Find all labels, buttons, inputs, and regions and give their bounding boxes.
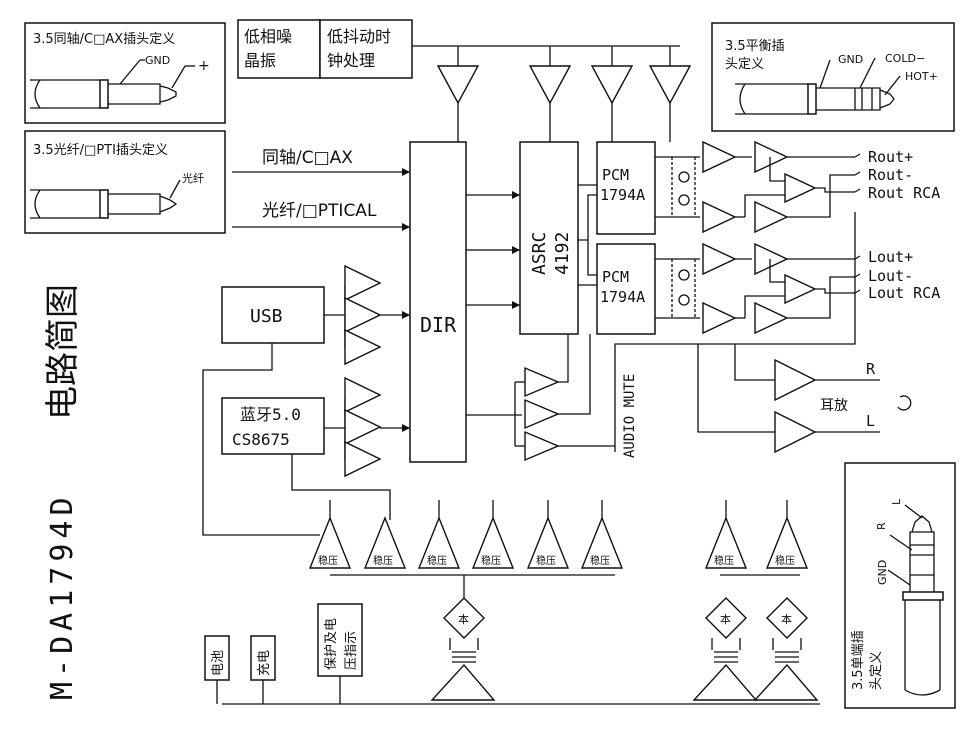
usb-block: USB: [221, 264, 410, 366]
balanced-cold-label: COLD−: [885, 52, 925, 65]
rout-plus-label: Rout+: [868, 148, 913, 166]
balanced-gnd-label: GND: [838, 53, 863, 66]
headphone-amp: R L 耳放: [614, 212, 912, 454]
protection-label-1: 保护及电: [324, 618, 339, 670]
digital-inputs: 同轴/C□AX 光纤/□PTICAL: [232, 148, 410, 231]
single-ended-r-label: R: [875, 522, 888, 530]
diagram-title: 电路简图: [43, 284, 83, 420]
optical-inset-title: 3.5光纤/□PTI插头定义: [33, 143, 168, 158]
single-ended-inset-title-2: 头定义: [869, 651, 884, 690]
asrc-label: ASRC: [529, 232, 550, 275]
headphone-l-label: L: [866, 412, 875, 430]
optical-fiber-label: 光纤: [182, 171, 204, 185]
headphone-jack-icon: [897, 395, 912, 411]
coax-plus-label: +: [198, 58, 210, 74]
low-phase-noise-label: 低相噪: [244, 27, 292, 46]
pcm-bottom-chip-label: 1794A: [600, 288, 645, 306]
regulator-1-label: 稳压: [318, 554, 338, 567]
model-number: M-DA1794D: [45, 492, 80, 700]
single-ended-l-label: L: [890, 498, 903, 505]
asrc-block: ASRC 4192: [519, 141, 597, 335]
lout-minus-label: Lout-: [868, 267, 913, 285]
regulator-8-label: 稳压: [775, 554, 795, 567]
crystal-label: 晶振: [244, 51, 276, 70]
clock-buffers: [436, 46, 692, 142]
regulator-3-label: 稳压: [427, 554, 447, 567]
optical-input-label: 光纤/□PTICAL: [262, 201, 377, 221]
dir-label: DIR: [420, 313, 457, 337]
coax-gnd-label: GND: [145, 54, 170, 67]
bluetooth-label: 蓝牙5.0: [240, 405, 301, 424]
protection-label-2: 压指示: [344, 631, 359, 670]
coax-input-label: 同轴/C□AX: [262, 148, 353, 168]
lout-plus-label: Lout+: [868, 248, 913, 266]
balanced-inset-title-2: 头定义: [725, 57, 764, 72]
asrc-chip-label: 4192: [552, 232, 573, 275]
rout-rca-label: Rout RCA: [868, 184, 940, 202]
battery-label: 电池: [211, 650, 226, 676]
headphone-amp-label: 耳放: [820, 398, 848, 414]
bluetooth-chip-label: CS8675: [232, 430, 290, 449]
pcm-top-chip-label: 1794A: [600, 186, 645, 204]
analog-output-stage: Rout+ Rout- Rout RCA Lout+ Lout- Lout RC…: [655, 140, 940, 335]
rectifier-3-label: 本: [781, 612, 792, 626]
pcm-dac-top: PCM 1794A: [596, 141, 656, 235]
balanced-plug-inset: 3.5平衡插 头定义 GND COLD− HOT+: [711, 22, 955, 132]
audio-mute-label: AUDIO MUTE: [622, 374, 638, 458]
lout-rca-label: Lout RCA: [868, 284, 940, 302]
regulator-7-label: 稳压: [714, 554, 734, 567]
low-jitter-label: 低抖动时: [327, 27, 391, 46]
coax-inset-title: 3.5同轴/C□AX插头定义: [33, 32, 175, 47]
regulator-2-label: 稳压: [373, 554, 393, 567]
balanced-inset-title-1: 3.5平衡插: [725, 39, 785, 54]
rectifier-1-label: 本: [458, 612, 469, 626]
regulator-6-label: 稳压: [590, 554, 610, 567]
dir-receiver: DIR: [409, 141, 522, 463]
clock-processing-label: 钟处理: [327, 51, 375, 70]
single-ended-plug-inset: GND R L 3.5单端插 头定义: [844, 462, 956, 709]
optical-plug-inset: 3.5光纤/□PTI插头定义 光纤: [24, 130, 226, 234]
regulator-5-label: 稳压: [536, 554, 556, 567]
single-ended-gnd-label: GND: [876, 560, 889, 585]
rout-minus-label: Rout-: [868, 166, 913, 184]
single-ended-inset-title-1: 3.5单端插: [851, 630, 866, 690]
bluetooth-block: 蓝牙5.0 CS8675: [221, 376, 410, 478]
pcm-bottom-label: PCM: [602, 268, 629, 286]
pcm-dac-bottom: PCM 1794A: [596, 243, 656, 335]
power-section: 稳压 稳压 稳压 稳压 稳压 稳压 稳压 稳压 本 本 本 电池 充电 保护: [202, 343, 820, 705]
rectifier-2-label: 本: [720, 612, 731, 626]
headphone-r-label: R: [866, 360, 876, 378]
audio-mute-section: AUDIO MUTE: [514, 334, 638, 462]
clock-section: 低相噪 晶振 低抖动时 钟处理: [237, 19, 680, 79]
charge-label: 充电: [256, 650, 272, 676]
coax-plug-inset: 3.5同轴/C□AX插头定义 GND +: [24, 22, 226, 124]
balanced-hot-label: HOT+: [905, 70, 938, 83]
usb-label: USB: [250, 306, 283, 327]
pcm-top-label: PCM: [602, 166, 629, 184]
regulator-4-label: 稳压: [481, 554, 501, 567]
